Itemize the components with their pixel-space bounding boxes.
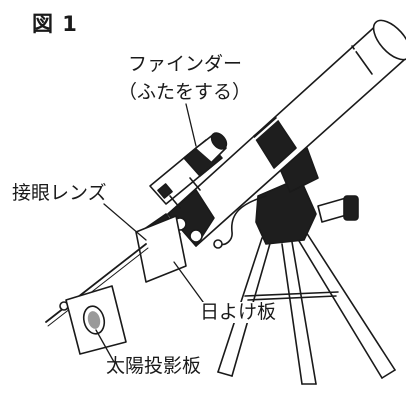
main-tube	[167, 19, 406, 247]
mount	[213, 139, 359, 249]
figure-title: 図 1	[32, 12, 78, 36]
finder-label: ファインダー	[128, 53, 243, 75]
finder-scope	[149, 132, 228, 209]
projection-plate-label: 太陽投影板	[106, 355, 202, 377]
leader-lines	[95, 103, 207, 363]
tripod	[217, 231, 396, 385]
sunshade-label: 日よけ板	[198, 301, 279, 323]
eyepiece-label: 接眼レンズ	[12, 182, 107, 204]
sunshade-plate	[135, 215, 187, 283]
projection-assembly	[45, 243, 149, 355]
finder-note-label: （ふたをする）	[118, 81, 252, 103]
